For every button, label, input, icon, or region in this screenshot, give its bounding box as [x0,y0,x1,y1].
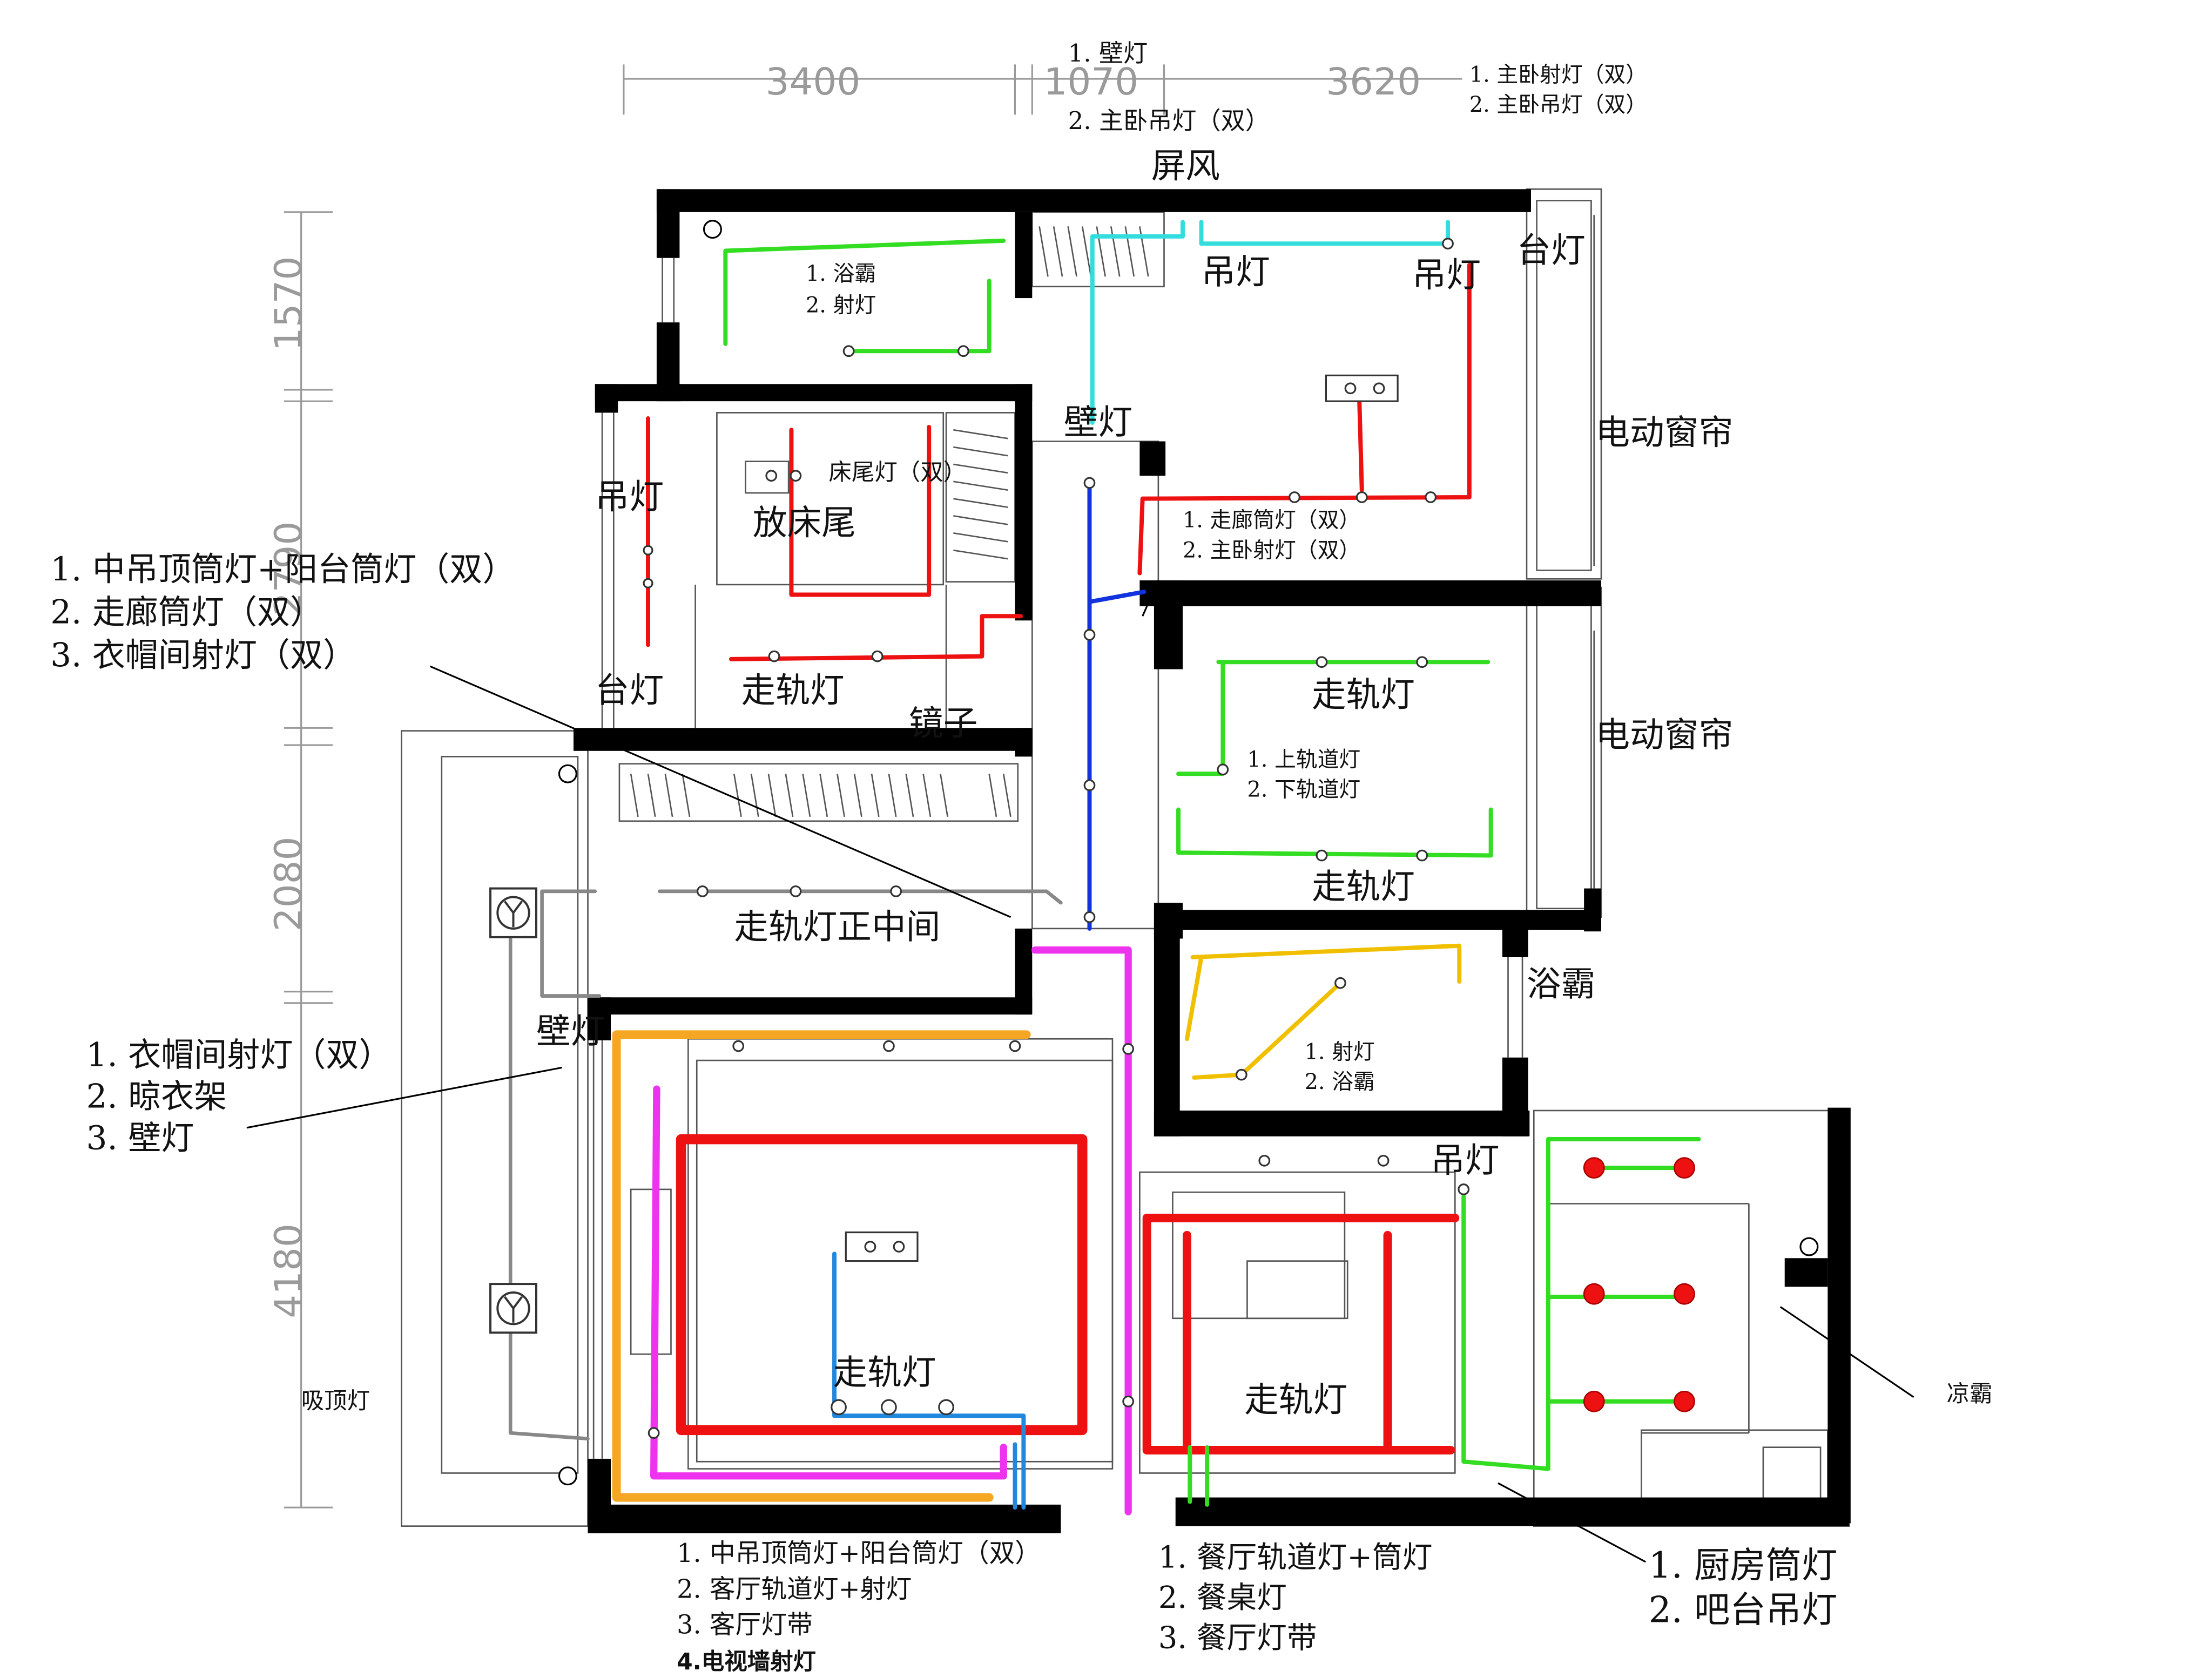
dimension-lines [284,64,1462,1508]
label-jingzi: 镜子 [909,704,977,744]
anno-bath-top-2: 2. 射灯 [806,293,876,318]
lighting-circuits [508,220,1701,1515]
anno-left-mid-1: 1. 衣帽间射灯（双） [86,1036,392,1074]
anno-bath-top-1: 1. 浴霸 [806,261,876,286]
anno-living-1: 1. 中吊顶筒灯+阳台筒灯（双） [677,1539,1041,1568]
anno-kitchen-1: 1. 厨房筒灯 [1649,1544,1838,1586]
label-liangba: 凉霸 [1947,1381,1993,1408]
anno-dining-2: 2. 餐桌灯 [1158,1580,1287,1615]
anno-master-1: 1. 走廊筒灯（双） [1183,508,1360,533]
annotation-bottom-kitchen: 1. 厨房筒灯 2. 吧台吊灯 [1649,1544,1838,1630]
dim-top-2: 1070 [1044,60,1139,104]
anno-top-right-1: 1. 主卧射灯（双） [1469,62,1647,87]
anno-track-2: 2. 下轨道灯 [1247,777,1360,802]
dim-top-3: 3620 [1326,60,1421,104]
anno-top-center-2: 2. 主卧吊灯（双） [1068,106,1270,135]
label-diaodeng-top2: 吊灯 [1412,255,1481,295]
anno-track-1: 1. 上轨道灯 [1247,747,1360,772]
anno-left-mid-2: 2. 晾衣架 [86,1078,227,1116]
circuit-red-master [1137,263,1472,576]
label-yuba-right: 浴霸 [1527,965,1595,1005]
anno-left-big-1: 1. 中吊顶筒灯+阳台筒灯（双） [50,550,515,588]
annotation-bottom-dining: 1. 餐厅轨道灯+筒灯 2. 餐桌灯 3. 餐厅灯带 [1158,1540,1433,1656]
circuit-gray-wardrobe [508,889,1063,1441]
anno-dining-3: 3. 餐厅灯带 [1158,1620,1317,1655]
anno-living-4: 4.电视墙射灯 [677,1649,816,1675]
label-diandong-2: 电动窗帘 [1595,715,1733,755]
label-zougui-living: 走轨灯 [833,1353,936,1393]
kitchen-downlights [1583,1157,1695,1412]
circuit-magenta-living [650,946,1132,1515]
anno-dining-1: 1. 餐厅轨道灯+筒灯 [1158,1540,1433,1575]
label-taideng-top: 台灯 [1516,231,1585,271]
annotation-bath-small: 1. 射灯 2. 浴霸 [1305,1039,1375,1094]
dim-left-2: 2790 [267,522,311,617]
circuit-green-dining [1188,1137,1701,1507]
anno-bath-small-2: 2. 浴霸 [1305,1070,1375,1094]
label-chuangwei-deng: 床尾灯（双） [828,459,966,486]
circuit-red-dining [1142,1214,1460,1454]
label-xidingdeng: 吸顶灯 [301,1388,370,1415]
label-zougui-right2: 走轨灯 [1312,867,1415,907]
door-icons [558,220,1819,1486]
dim-left-3: 2080 [267,837,311,932]
anno-living-3: 3. 客厅灯带 [677,1611,813,1640]
windows [592,215,1595,1459]
leader-lines [246,580,1914,1563]
dim-left-4: 4180 [267,1223,311,1318]
label-bideng-hall: 壁灯 [1064,403,1132,443]
label-diaodeng-dining: 吊灯 [1431,1141,1499,1181]
walls [573,189,1851,1533]
circuit-cyan-master [1090,220,1450,425]
anno-left-big-3: 3. 衣帽间射灯（双） [50,636,356,674]
label-diaodeng-left: 吊灯 [595,477,664,517]
label-zougui-center: 走轨灯正中间 [734,907,940,947]
label-taideng-left: 台灯 [595,671,664,711]
label-zougui-right1: 走轨灯 [1312,675,1415,715]
circuit-red-living [676,1134,1088,1436]
anno-left-mid-3: 3. 壁灯 [86,1119,194,1158]
fixtures [643,238,1470,1439]
label-zougui-left: 走轨灯 [741,671,845,711]
label-diaodeng-top1: 吊灯 [1202,253,1270,293]
anno-left-big-2: 2. 走廊筒灯（双） [50,593,323,632]
dim-left-1: 1570 [267,256,311,351]
circuit-green-bath-top [723,238,1006,354]
label-bideng-left: 壁灯 [536,1012,605,1052]
annotation-master-corridor: 1. 走廊筒灯（双） 2. 主卧射灯（双） [1183,508,1360,563]
annotation-top-right: 1. 主卧射灯（双） 2. 主卧吊灯（双） [1469,62,1647,117]
label-diandong-1: 电动窗帘 [1595,413,1733,453]
annotation-left-mid: 1. 衣帽间射灯（双） 2. 晾衣架 3. 壁灯 [86,1036,392,1158]
fan-icons [489,887,537,1334]
anno-top-right-2: 2. 主卧吊灯（双） [1469,92,1647,117]
annotation-top-center: 1. 壁灯 2. 主卧吊灯（双） [1068,39,1270,135]
room-labels: 屏风 吊灯 吊灯 台灯 电动窗帘 电动窗帘 壁灯 吊灯 床尾灯（双） 放床尾 台… [301,146,1993,1420]
circuit-blue-corridor [1087,478,1147,931]
annotation-track-room: 1. 上轨道灯 2. 下轨道灯 [1247,747,1360,802]
label-fangchuangwei: 放床尾 [753,503,856,543]
circuit-green-kitchen [1546,1166,1687,1404]
dim-top-1: 3400 [766,60,861,104]
anno-bath-small-1: 1. 射灯 [1305,1039,1375,1064]
anno-master-2: 2. 主卧射灯（双） [1183,538,1360,563]
circuit-orange-living [612,1030,1031,1502]
label-pingfeng: 屏风 [1151,146,1220,186]
annotation-bottom-living: 1. 中吊顶筒灯+阳台筒灯（双） 2. 客厅轨道灯+射灯 3. 客厅灯带 4.电… [677,1539,1041,1675]
label-zougui-dining: 走轨灯 [1244,1380,1347,1420]
anno-top-center-1: 1. 壁灯 [1068,39,1148,67]
anno-kitchen-2: 2. 吧台吊灯 [1649,1588,1838,1630]
circuit-lightblue-living [832,1251,1026,1510]
annotation-bath-top: 1. 浴霸 2. 射灯 [806,261,876,317]
anno-living-2: 2. 客厅轨道灯+射灯 [677,1574,912,1604]
wardrobe-hangers [630,226,1149,817]
double-fixtures [765,374,1399,1262]
circuit-red-left [646,416,1023,661]
annotation-left-big: 1. 中吊顶筒灯+阳台筒灯（双） 2. 走廊筒灯（双） 3. 衣帽间射灯（双） [50,550,515,674]
